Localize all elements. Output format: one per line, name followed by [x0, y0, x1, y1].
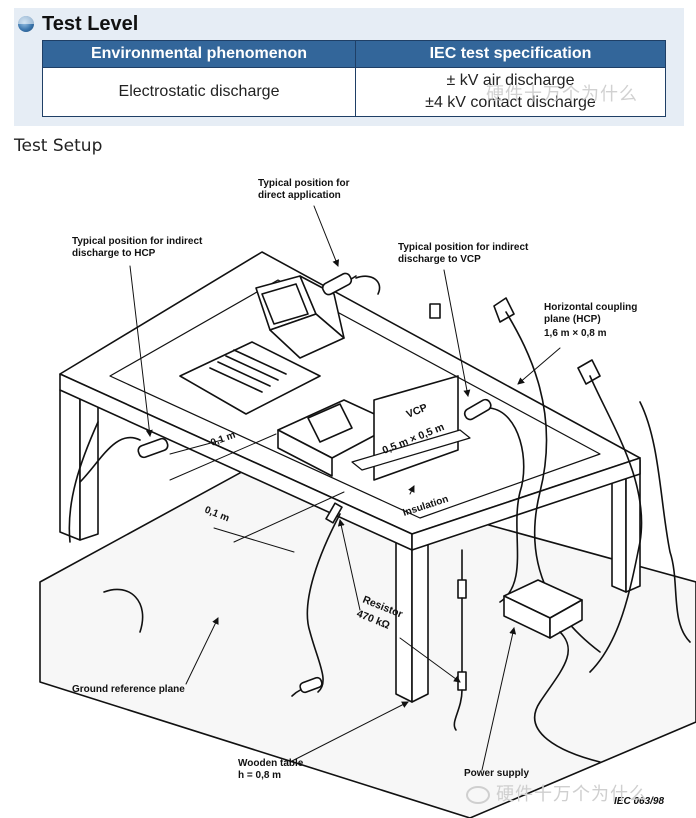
wechat-logo-icon	[466, 786, 490, 804]
label-indirect-vcp: Typical position for indirect	[398, 242, 529, 253]
section-heading: Test Level	[18, 10, 138, 38]
test-level-table: Environmental phenomenon IEC test specif…	[42, 40, 666, 117]
hcp-plane	[109, 279, 601, 519]
column-header: IEC test specification	[355, 40, 666, 68]
spec-cell: ± kV air discharge ±4 kV contact dischar…	[355, 67, 666, 117]
table-header-row: Environmental phenomenon IEC test specif…	[42, 40, 666, 68]
keyboard	[179, 341, 321, 415]
test-setup-diagram: Typical position for direct application …	[39, 178, 696, 818]
label-indirect-vcp: discharge to VCP	[398, 254, 481, 265]
power-supply-box	[503, 579, 601, 763]
hcp-connector	[577, 359, 601, 385]
label-wooden-table-height: h = 0,8 m	[238, 770, 281, 781]
watermark-top: 硬件十万个为什么	[486, 84, 638, 105]
figure-reference: IEC 063/98	[614, 796, 664, 807]
label-power-supply: Power supply	[464, 768, 529, 779]
label-ground-plane: Ground reference plane	[72, 684, 185, 695]
column-header: Environmental phenomenon	[42, 40, 356, 68]
watermark-bottom: 硬件十万个为什么	[466, 780, 648, 806]
section-subtitle: Test Setup	[14, 136, 103, 156]
bullet-icon	[18, 16, 34, 32]
test-level-panel: Test Level Environmental phenomenon IEC …	[14, 8, 684, 126]
hcp-connector	[493, 297, 515, 323]
table-legs	[59, 273, 641, 703]
label-wooden-table: Wooden table	[238, 758, 304, 769]
label-indirect-hcp: Typical position for indirect	[72, 236, 203, 247]
spec-line: ±4 kV contact discharge	[425, 94, 596, 111]
esd-gun-direct	[321, 272, 381, 296]
label-direct-application: direct application	[258, 190, 341, 201]
esd-gun-vcp	[463, 398, 525, 603]
label-hcp: plane (HCP)	[544, 314, 601, 325]
label-direct-application: Typical position for	[258, 178, 350, 189]
esd-gun-hcp	[79, 436, 169, 483]
label-hcp-size: 1,6 m × 0,8 m	[544, 328, 607, 339]
label-indirect-hcp: discharge to HCP	[72, 248, 156, 259]
phenomenon-cell: Electrostatic discharge	[42, 67, 356, 117]
table-row: Electrostatic discharge ± kV air dischar…	[42, 67, 666, 117]
section-title: Test Level	[42, 12, 139, 35]
spec-line: ± kV air discharge	[446, 72, 575, 89]
label-hcp: Horizontal coupling	[544, 302, 637, 313]
